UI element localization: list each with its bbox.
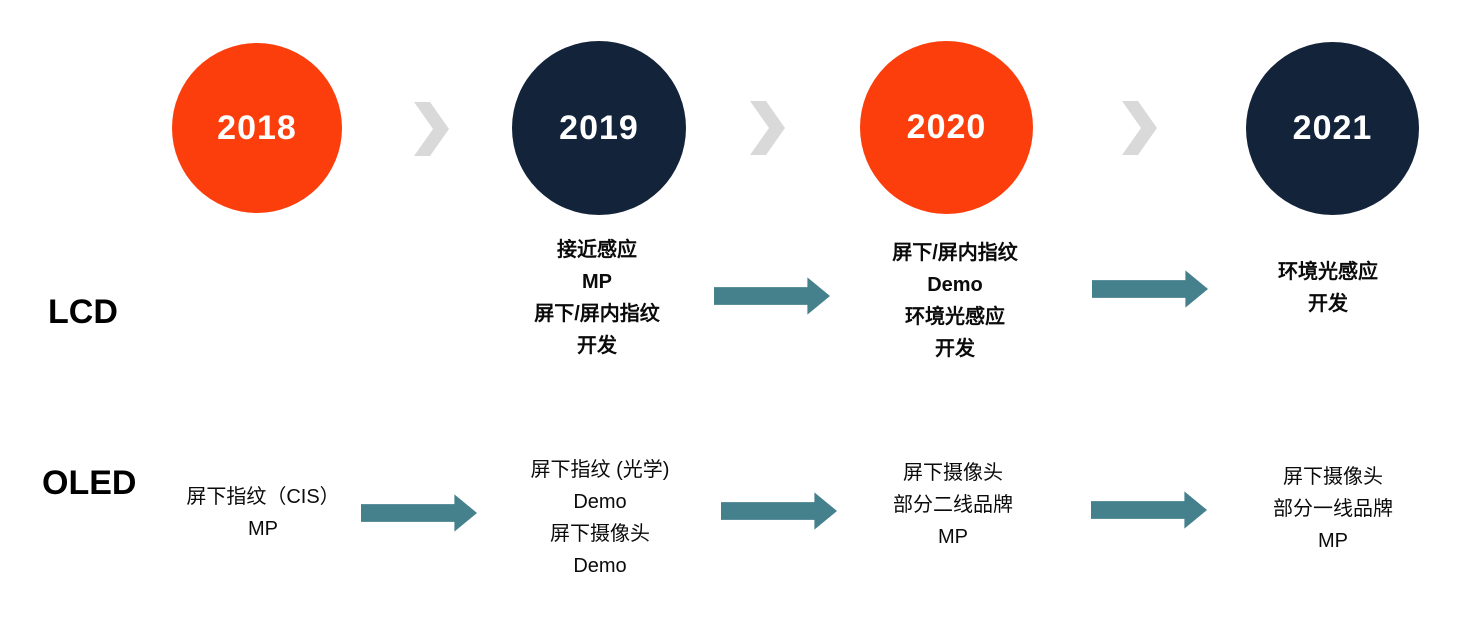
row-label-oled: OLED	[42, 464, 137, 502]
year-label-2019: 2019	[559, 108, 639, 147]
flow-arrow-icon	[1092, 270, 1208, 308]
year-label-2018: 2018	[217, 108, 297, 147]
year-node-2020: 2020	[860, 41, 1033, 214]
milestone-line: 屏下摄像头	[903, 462, 1003, 484]
milestone-line: 环境光感应	[905, 306, 1005, 328]
milestone-line: MP	[1318, 530, 1348, 552]
milestone-line: 屏下摄像头	[1283, 466, 1383, 488]
year-node-2018: 2018	[172, 43, 342, 213]
milestone-line: 屏下/屏内指纹	[892, 242, 1018, 264]
milestone-line: 屏下指纹（CIS）	[186, 486, 340, 508]
year-node-2021: 2021	[1246, 42, 1419, 215]
oled-2019-milestones: 屏下指纹 (光学) Demo 屏下摄像头 Demo	[531, 454, 670, 582]
milestone-line: MP	[582, 271, 612, 293]
milestone-line: 开发	[577, 335, 617, 357]
year-label-2021: 2021	[1292, 109, 1373, 147]
chevron-right-icon	[747, 95, 787, 161]
milestone-line: Demo	[573, 555, 627, 577]
milestone-line: 接近感应	[557, 239, 637, 261]
year-label-2020: 2020	[906, 108, 987, 146]
flow-arrow-icon	[721, 492, 837, 530]
milestone-line: MP	[248, 518, 278, 540]
flow-arrow-icon	[1091, 491, 1207, 529]
chevron-right-icon	[1119, 95, 1159, 161]
milestone-line: Demo	[927, 274, 983, 296]
milestone-line: 屏下指纹 (光学)	[530, 459, 670, 481]
row-label-lcd: LCD	[48, 293, 118, 331]
lcd-2019-milestones: 接近感应 MP 屏下/屏内指纹开发	[534, 234, 660, 362]
milestone-line: 部分二线品牌	[893, 494, 1013, 516]
lcd-2021-milestones: 环境光感应开发	[1278, 256, 1378, 320]
flow-arrow-icon	[361, 494, 477, 532]
flow-arrow-icon	[714, 277, 830, 315]
milestone-line: MP	[938, 526, 968, 548]
oled-2018-milestones: 屏下指纹（CIS） MP	[186, 481, 339, 545]
milestone-line: Demo	[573, 491, 627, 513]
milestone-line: 开发	[935, 338, 975, 360]
milestone-line: 部分一线品牌	[1273, 498, 1393, 520]
milestone-line: 环境光感应	[1278, 261, 1378, 283]
chevron-right-icon	[411, 96, 451, 162]
oled-2020-milestones: 屏下摄像头部分二线品牌 MP	[893, 457, 1013, 553]
lcd-2020-milestones: 屏下/屏内指纹 Demo 环境光感应开发	[892, 237, 1018, 365]
milestone-line: 屏下摄像头	[549, 523, 650, 545]
year-node-2019: 2019	[512, 41, 686, 215]
oled-2021-milestones: 屏下摄像头部分一线品牌 MP	[1273, 461, 1393, 557]
milestone-line: 开发	[1308, 293, 1348, 315]
milestone-line: 屏下/屏内指纹	[534, 303, 660, 325]
